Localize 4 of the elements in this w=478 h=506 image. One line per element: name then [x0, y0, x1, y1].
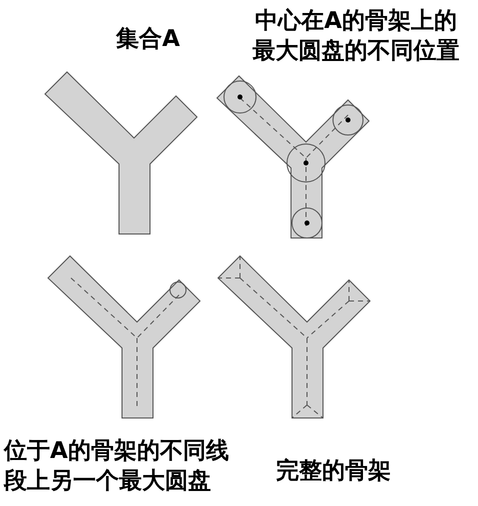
caption-text: 位于A的骨架的不同线段上另一个最大圆盘 [4, 437, 230, 496]
caption-text: 中心在A的骨架上的最大圆盘的不同位置 [252, 7, 460, 66]
caption-text: 完整的骨架 [276, 457, 392, 486]
caption-text: 集合A [114, 25, 181, 54]
